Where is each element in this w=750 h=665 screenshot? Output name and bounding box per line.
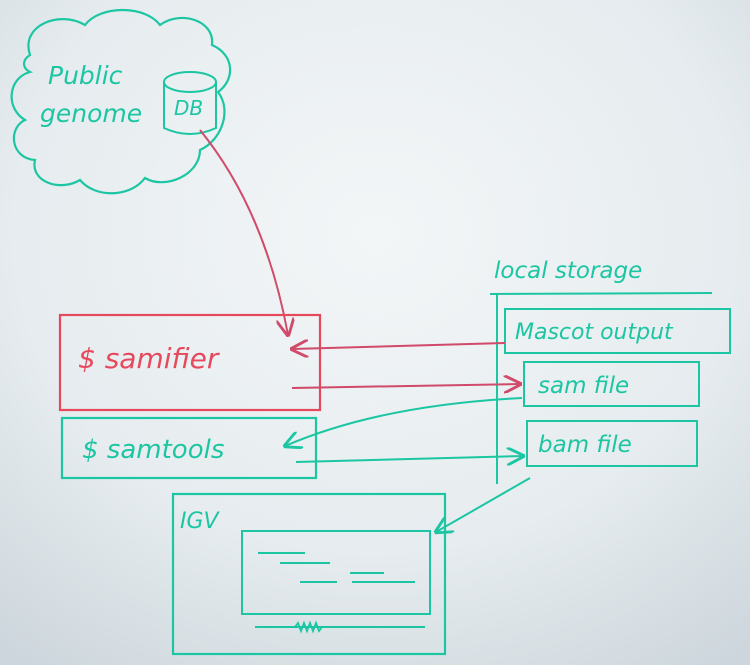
igv-title: IGV (180, 509, 221, 534)
local-storage-top-line (489, 292, 713, 295)
arrow-sam-file-to-samtools (285, 397, 523, 446)
igv-window: IGV (171, 492, 447, 656)
sam-file-box (523, 361, 700, 407)
arrow-samtools-to-bam-file (295, 456, 523, 462)
mascot-output-box (504, 308, 731, 354)
bam-file-label: bam file (538, 432, 632, 458)
mascot-output-label: Mascot output (515, 320, 674, 345)
database-icon: DB (163, 71, 217, 135)
arrow-samifier-to-sam-file (291, 384, 520, 388)
local-storage-title: local storage (494, 258, 642, 284)
sam-file-label: sam file (538, 373, 629, 399)
arrow-mascot-to-samifier (292, 343, 506, 349)
arrow-db-to-samifier (199, 129, 288, 335)
igv-track-panel (241, 530, 431, 615)
local-storage: local storage Mascot output sam file bam… (489, 258, 731, 484)
cloud-label-line2: genome (40, 99, 142, 128)
igv-coverage-squiggle (294, 620, 323, 634)
cloud-label-line1: Public (48, 61, 123, 90)
cloud-shape (10, 8, 232, 195)
database-label: DB (174, 96, 203, 120)
arrow-bam-file-to-igv (436, 477, 531, 532)
igv-read-lines (258, 552, 415, 583)
samtools-box: $ samtools (60, 416, 318, 480)
samifier-label: $ samifier (78, 342, 220, 375)
samifier-box: $ samifier (58, 313, 322, 412)
public-genome-cloud: Public genome DB (10, 8, 232, 195)
bam-file-box (526, 420, 698, 467)
samtools-label: $ samtools (82, 435, 224, 465)
